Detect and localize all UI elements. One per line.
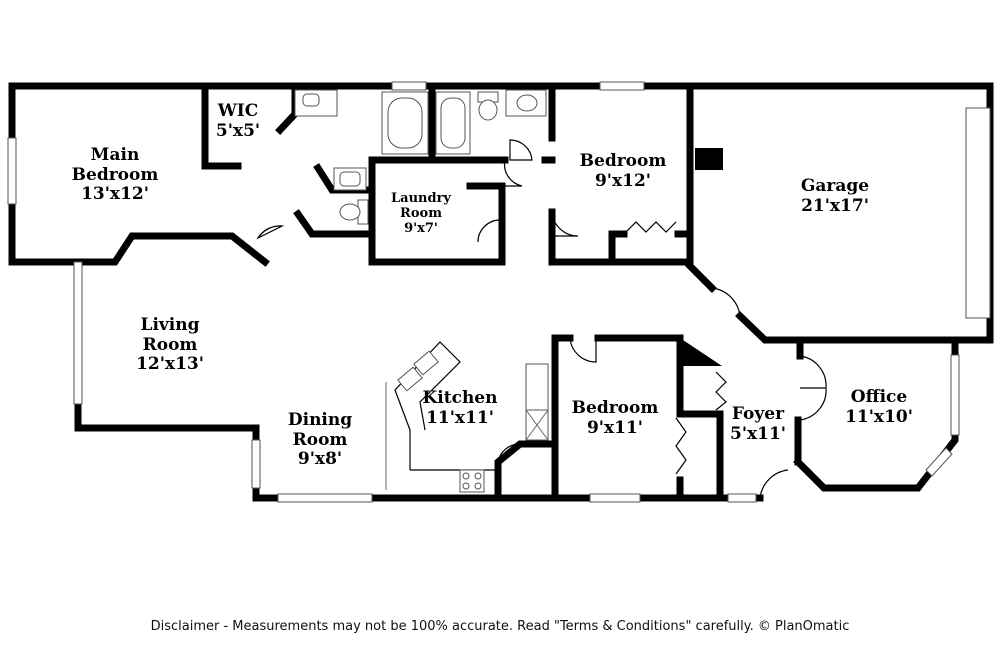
room-label-main-bedroom: Main Bedroom 13'x12': [71, 145, 159, 205]
room-dimension: 9'x7': [404, 220, 438, 236]
disclaimer-text: Disclaimer - Measurements may not be 100…: [150, 619, 850, 634]
room-dimension: 11'x11': [426, 407, 494, 428]
windows: [7, 81, 991, 503]
room-name: Main: [90, 145, 140, 165]
room-name: Bedroom: [579, 151, 667, 171]
room-label-dining: Dining Room 9'x8': [287, 410, 353, 470]
room-name: Bedroom: [571, 398, 659, 418]
room-dimension: 21'x17': [801, 195, 869, 216]
room-label-laundry: Laundry Room 9'x7': [391, 191, 451, 237]
fixtures: [294, 89, 549, 493]
room-dimension: 9'x12': [594, 170, 652, 191]
room-dimension: 5'x11': [729, 423, 787, 444]
room-label-bedroom-upper: Bedroom 9'x12': [579, 151, 667, 191]
room-dimension: 5'x5': [215, 120, 261, 141]
room-name: Bedroom: [71, 164, 159, 185]
room-name: Room: [292, 429, 348, 450]
room-dimension: 11'x10': [845, 406, 913, 427]
room-name: Kitchen: [422, 388, 498, 408]
room-name: Foyer: [731, 404, 785, 424]
room-label-kitchen: Kitchen 11'x11': [422, 388, 498, 428]
room-name: Living: [140, 315, 200, 335]
room-label-living: Living Room 12'x13': [136, 315, 204, 375]
room-name: Laundry: [391, 191, 451, 206]
room-label-bedroom-lower: Bedroom 9'x11': [571, 398, 659, 438]
room-name: WIC: [217, 101, 259, 121]
room-label-wic: WIC 5'x5': [215, 101, 261, 141]
exterior-walls: [8, 82, 994, 502]
room-name: Garage: [800, 176, 870, 196]
room-name: Room: [400, 205, 442, 221]
room-label-foyer: Foyer 5'x11': [729, 404, 787, 444]
room-name: Office: [850, 387, 908, 407]
room-dimension: 13'x12': [81, 184, 149, 205]
room-label-garage: Garage 21'x17': [800, 176, 870, 216]
doors: [256, 139, 827, 499]
room-label-office: Office 11'x10': [845, 387, 913, 427]
room-name: Dining: [287, 410, 353, 430]
room-dimension: 9'x8': [297, 449, 343, 470]
room-dimension: 9'x11': [586, 417, 644, 438]
room-name: Room: [142, 334, 198, 355]
room-dimension: 12'x13': [136, 354, 204, 375]
